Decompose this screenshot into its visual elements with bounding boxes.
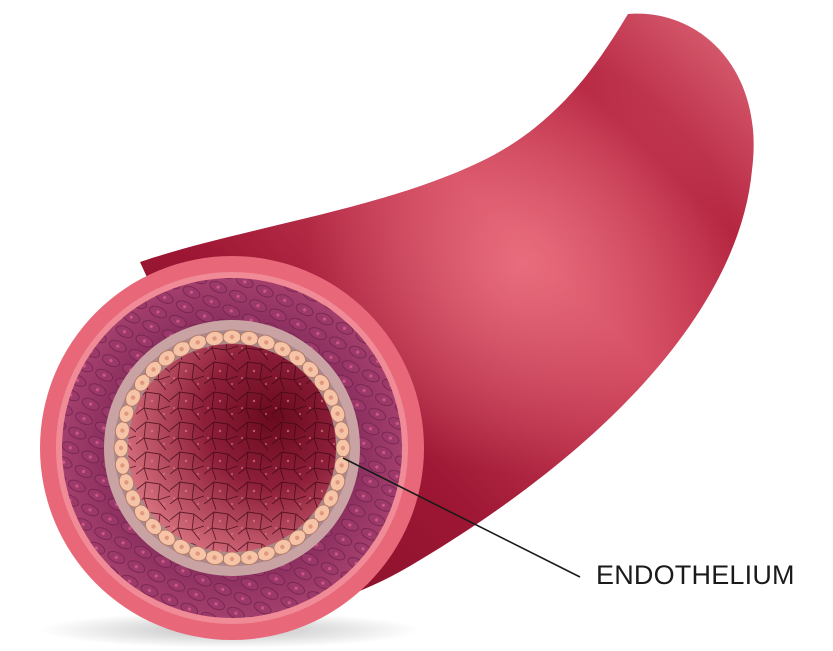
endothelial-cell-nucleus — [120, 428, 124, 432]
endothelial-cell-nucleus — [165, 536, 169, 540]
endothelial-cell-nucleus — [339, 428, 343, 432]
endothelial-cell-nucleus — [280, 545, 284, 549]
endothelial-cell-nucleus — [230, 335, 234, 339]
endothelial-cell-nucleus — [165, 356, 169, 360]
endothelial-cell-nucleus — [329, 395, 333, 399]
endothelial-cell-nucleus — [247, 555, 251, 559]
endothelial-cell-nucleus — [196, 340, 200, 344]
endothelial-cell-nucleus — [320, 381, 324, 385]
endothelial-cell-nucleus — [212, 555, 216, 559]
endothelial-cell-nucleus — [264, 340, 268, 344]
endothelial-cell-nucleus — [335, 480, 339, 484]
endothelial-cell-nucleus — [119, 446, 123, 450]
endothelial-cell-nucleus — [196, 551, 200, 555]
endothelial-cell-nucleus — [140, 381, 144, 385]
endothelial-cell-nucleus — [140, 511, 144, 515]
endothelial-cell-nucleus — [124, 480, 128, 484]
endothelial-cell-nucleus — [335, 412, 339, 416]
endothelial-cell-nucleus — [131, 395, 135, 399]
endothelial-cell-nucleus — [339, 463, 343, 467]
endothelial-cell-nucleus — [280, 347, 284, 351]
endothelial-cell-nucleus — [295, 356, 299, 360]
endothelial-cell-nucleus — [120, 463, 124, 467]
endothelial-cell-nucleus — [320, 511, 324, 515]
endothelial-cell-nucleus — [179, 545, 183, 549]
endothelial-cell-nucleus — [341, 446, 345, 450]
endothelial-cell-nucleus — [124, 412, 128, 416]
endothelial-cell-nucleus — [247, 336, 251, 340]
endothelium-label: ENDOTHELIUM — [596, 560, 795, 591]
endothelial-cell-nucleus — [131, 496, 135, 500]
endothelial-cell-nucleus — [329, 496, 333, 500]
endothelial-cell-nucleus — [264, 551, 268, 555]
endothelial-cell-nucleus — [295, 536, 299, 540]
endothelial-cell-nucleus — [151, 524, 155, 528]
endothelial-cell-nucleus — [308, 524, 312, 528]
endothelial-cell-nucleus — [308, 367, 312, 371]
endothelial-cell-nucleus — [151, 367, 155, 371]
endothelial-cell-nucleus — [179, 347, 183, 351]
endothelial-cell-nucleus — [212, 336, 216, 340]
endothelial-cell-nucleus — [230, 557, 234, 561]
